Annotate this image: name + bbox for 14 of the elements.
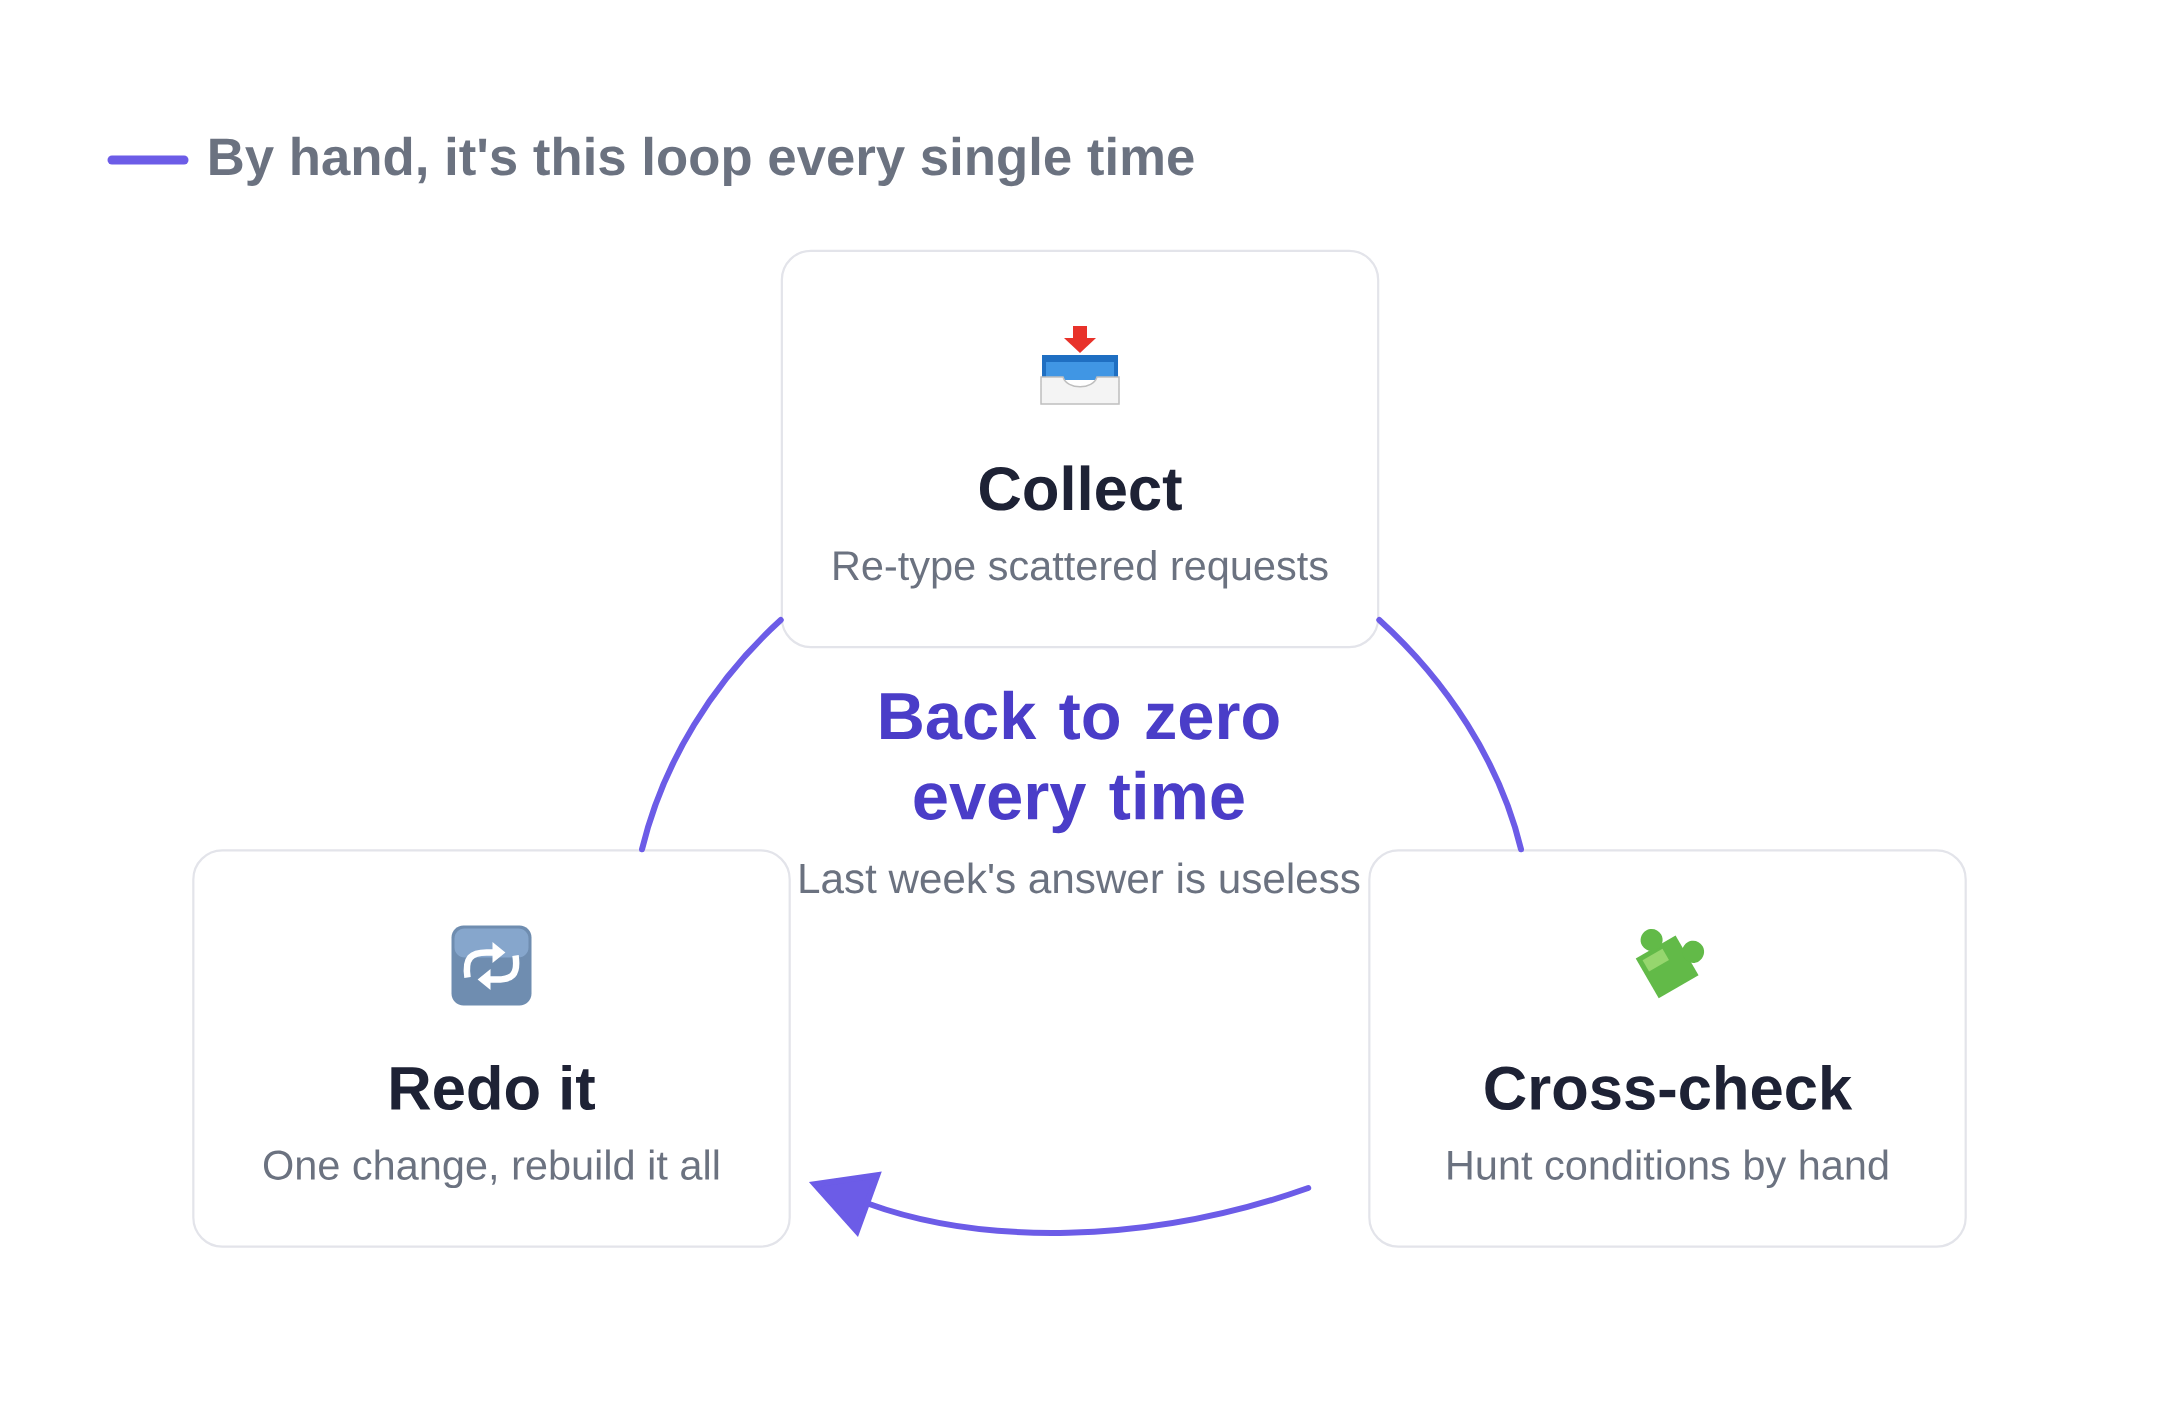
center-note: Last week's answer is useless (800, 862, 1360, 894)
legend-text: By hand, it's this loop every single time (210, 136, 1194, 187)
loop-arc (1376, 617, 1524, 853)
step-description: One change, rebuild it all (263, 1149, 719, 1189)
step-title: Collect (979, 465, 1182, 511)
step-description: Re-type scattered requests (834, 549, 1328, 589)
step-title: Redo it (391, 1064, 595, 1111)
step-title: Cross-check (1485, 1064, 1853, 1111)
step-card (192, 849, 791, 1248)
loop-arc (639, 617, 784, 853)
step-card (1368, 849, 1967, 1248)
step-card (780, 249, 1380, 649)
step-description: Hunt conditions by hand (1448, 1149, 1888, 1189)
center-headline: Back to zero every time (881, 690, 1279, 834)
